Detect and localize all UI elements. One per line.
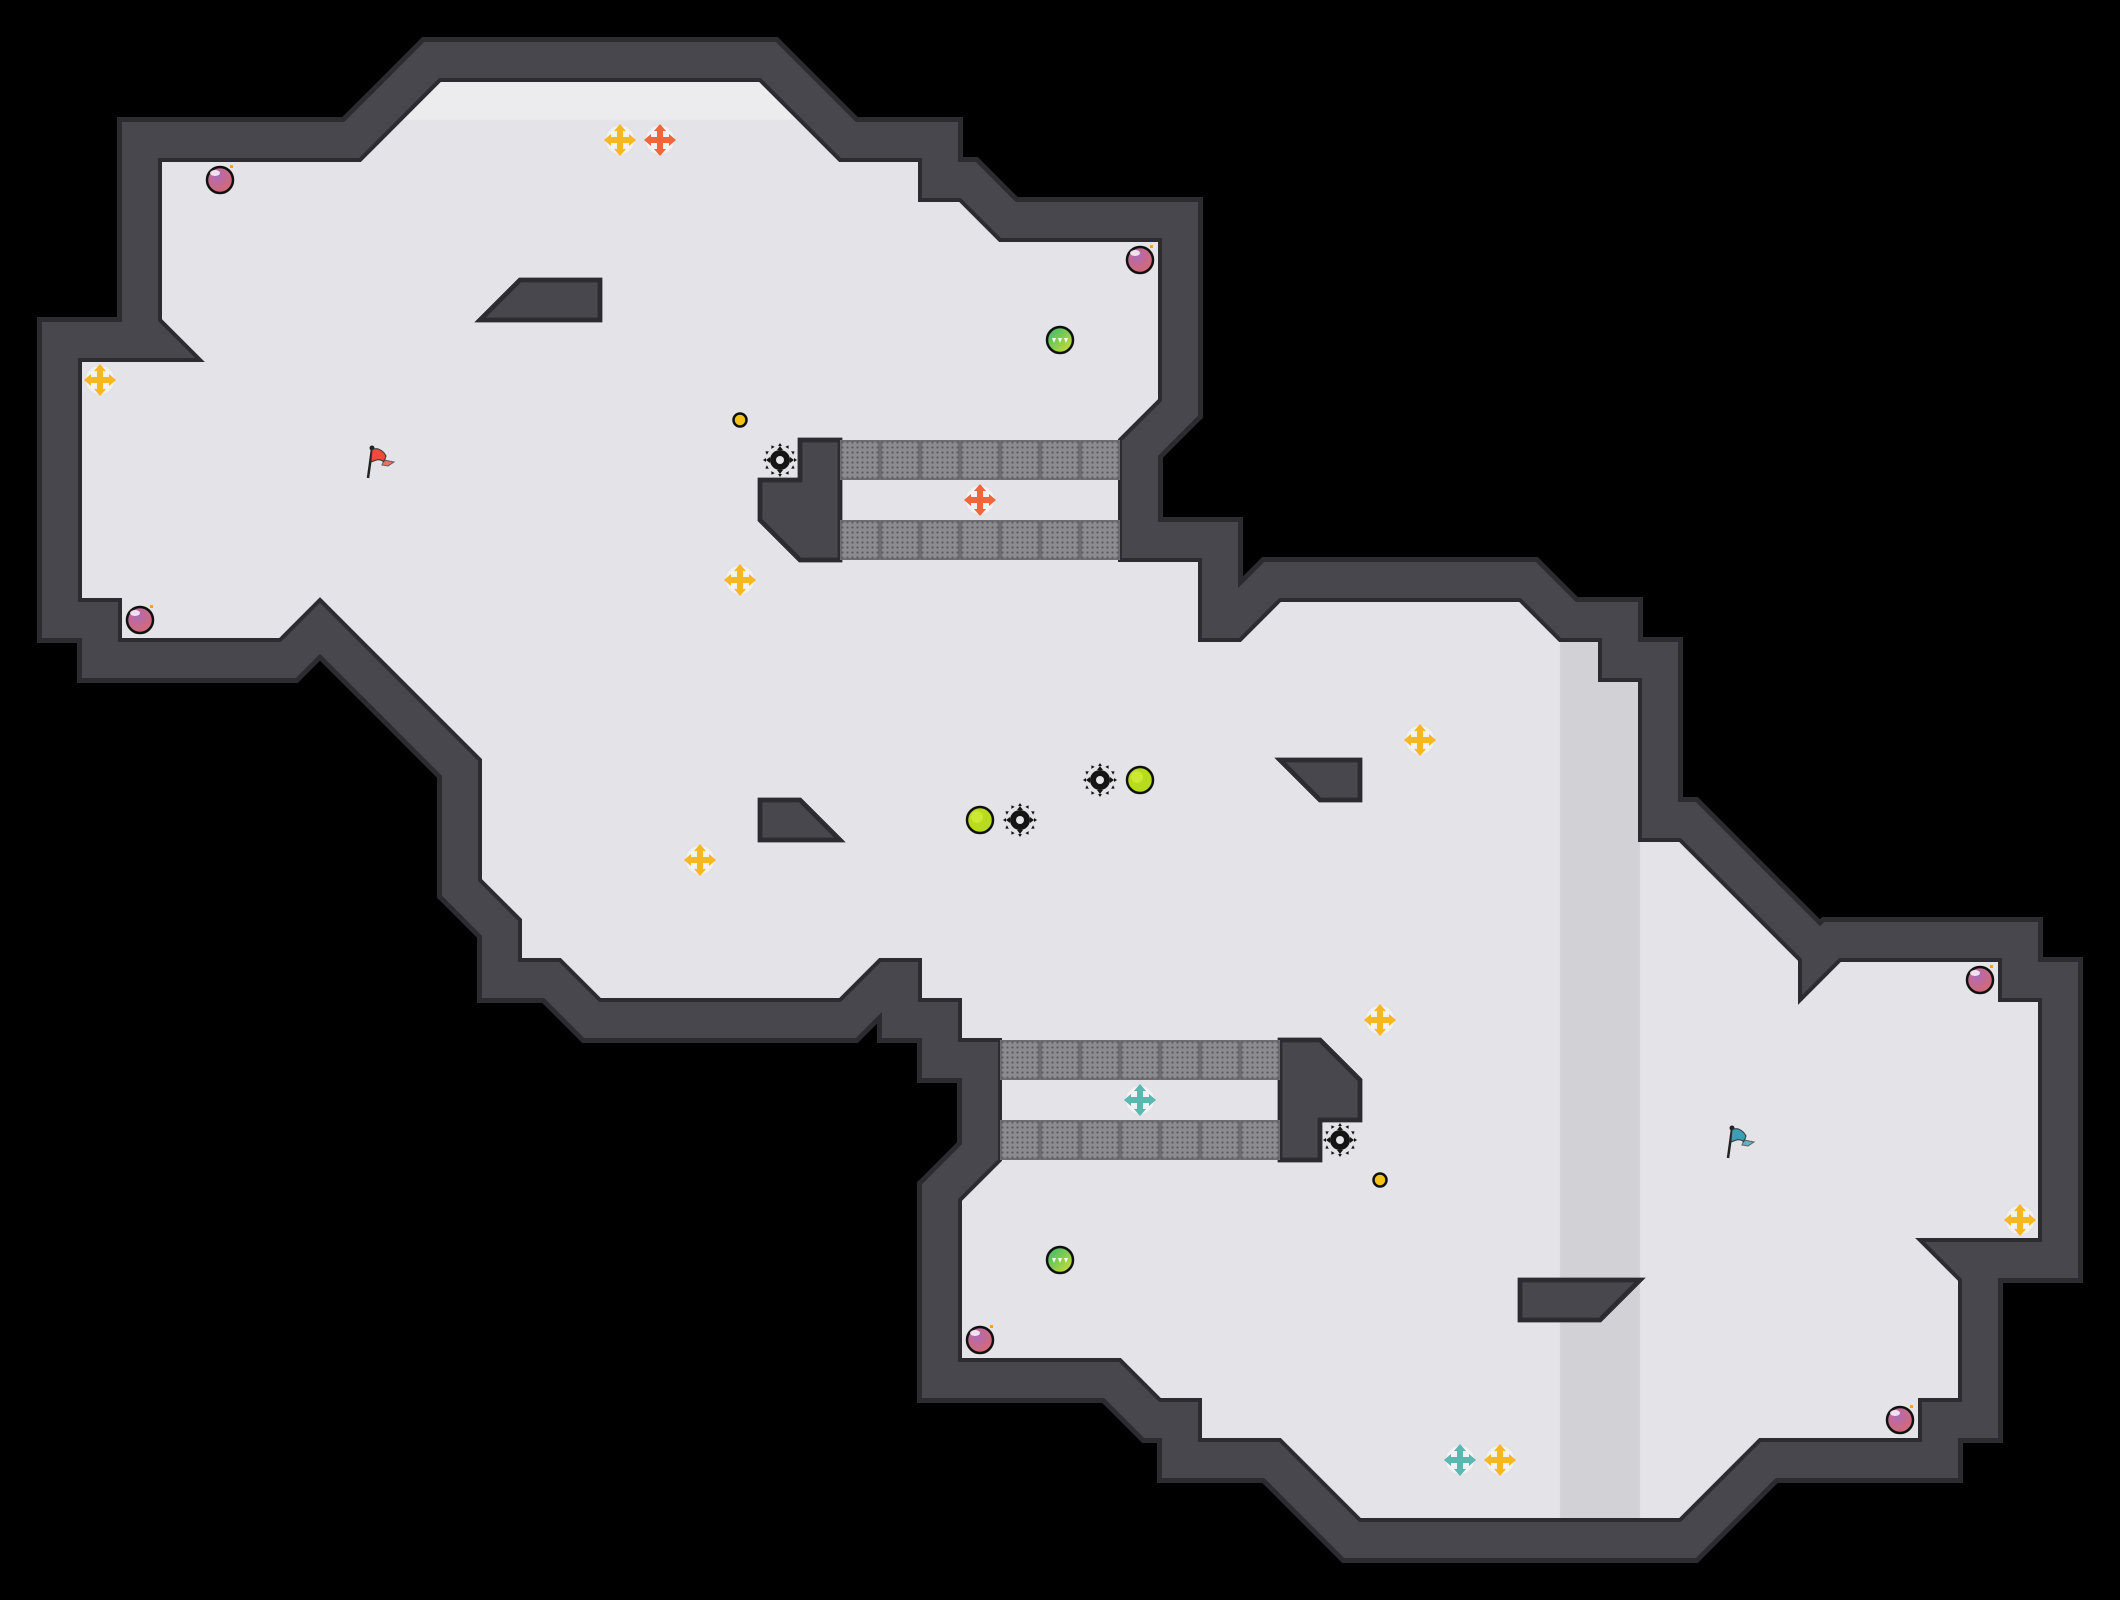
bomb-icon (125, 603, 155, 635)
wall-block-corridor-blue (1277, 1037, 1363, 1163)
green-powerup-icon (1045, 325, 1075, 355)
bomb-icon (1885, 1403, 1915, 1435)
wall-block-center-left (757, 797, 846, 843)
lime-ball-icon[interactable] (965, 805, 995, 835)
wall-block-top-left (474, 277, 603, 323)
gate-row-blue-top (1000, 1040, 1280, 1080)
bomb-icon (205, 163, 235, 195)
bomb-icon (965, 1323, 995, 1355)
yellow-token-icon (1372, 1172, 1388, 1188)
wall-block-center-right (1274, 757, 1363, 803)
green-powerup-icon (1045, 1245, 1075, 1275)
lime-ball-icon[interactable] (1125, 765, 1155, 795)
gate-row-red-bottom (840, 520, 1120, 560)
floor (78, 78, 2042, 1522)
gate-row-blue-bottom (1000, 1120, 1280, 1160)
bomb-icon (1965, 963, 1995, 995)
bomb-icon (1125, 243, 1155, 275)
gate-row-red-top (840, 440, 1120, 480)
wall-block-bottom (1517, 1277, 1646, 1323)
yellow-token-icon (732, 412, 748, 428)
